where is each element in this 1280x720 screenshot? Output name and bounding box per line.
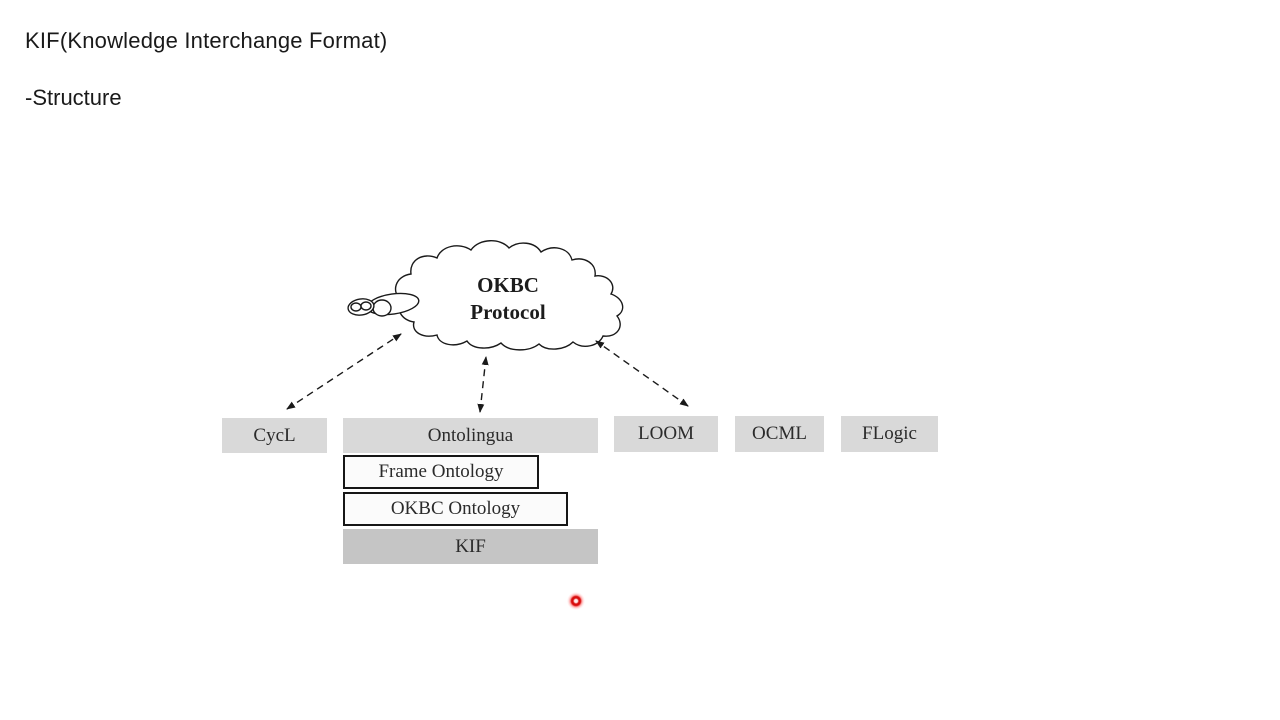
- box-kif: KIF: [343, 529, 598, 564]
- box-loom: LOOM: [614, 416, 718, 452]
- box-ontolingua-label: Ontolingua: [427, 424, 514, 446]
- box-cycl: CycL: [222, 418, 327, 453]
- box-ocml-label: OCML: [752, 423, 807, 444]
- cloud-label: OKBC Protocol: [428, 272, 588, 326]
- cloud-label-line1: OKBC: [477, 273, 539, 297]
- cloud-label-line2: Protocol: [470, 300, 546, 324]
- arrow-cloud-ontolingua: [477, 356, 489, 413]
- box-okbc-ontology: OKBC Ontology: [343, 492, 568, 526]
- box-loom-label: LOOM: [638, 423, 694, 444]
- box-cycl-label: CycL: [253, 424, 296, 446]
- box-flogic: FLogic: [841, 416, 938, 452]
- okbc-protocol-cloud: [345, 238, 637, 358]
- box-ontolingua: Ontolingua: [343, 418, 598, 453]
- box-ocml: OCML: [735, 416, 824, 452]
- laser-pointer-dot: [567, 592, 585, 610]
- page-subtitle: -Structure: [25, 85, 122, 110]
- box-frame-ontology-label: Frame Ontology: [378, 461, 504, 482]
- box-kif-label: KIF: [455, 535, 486, 557]
- page-title: KIF(Knowledge Interchange Format): [25, 28, 388, 53]
- box-okbc-ontology-label: OKBC Ontology: [390, 498, 521, 519]
- cloud-shape-icon: [347, 240, 624, 351]
- box-flogic-label: FLogic: [862, 423, 917, 444]
- box-frame-ontology: Frame Ontology: [343, 455, 539, 489]
